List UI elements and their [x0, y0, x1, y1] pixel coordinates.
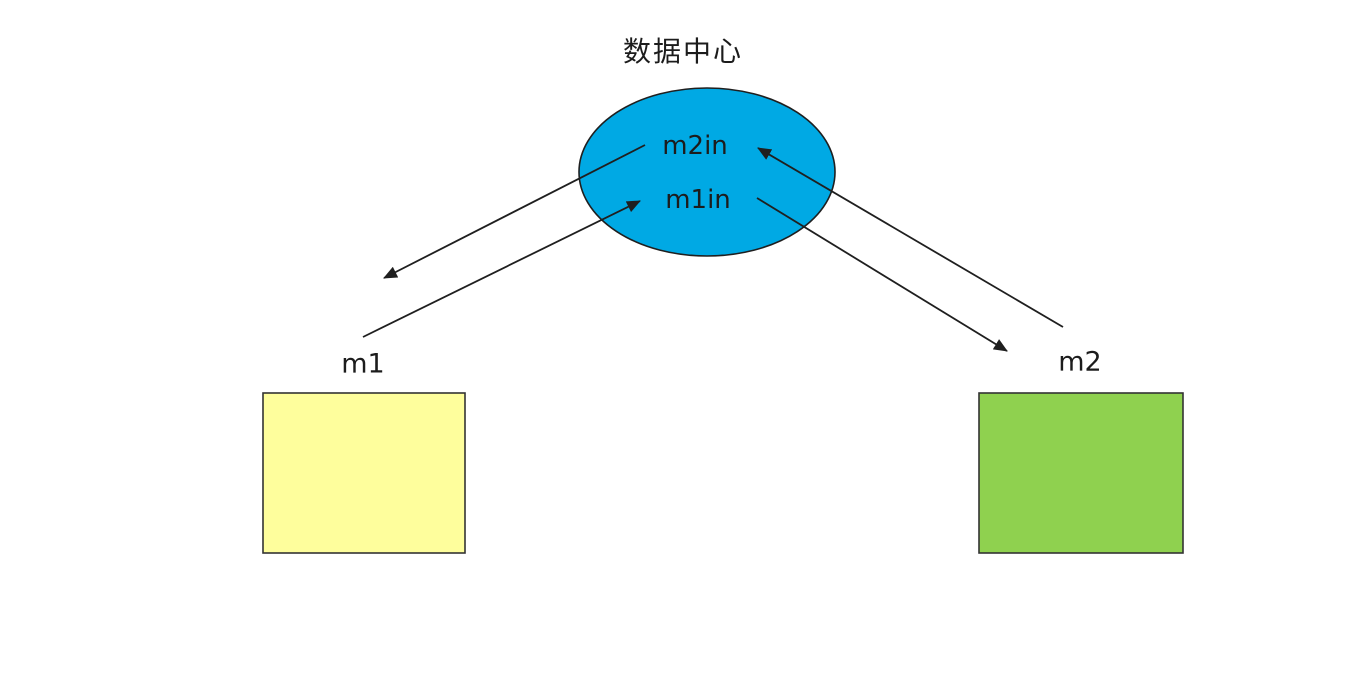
hub-label-m2in: m2in: [662, 131, 728, 161]
node-m1-label: m1: [341, 348, 385, 380]
arrow-datacenter-to-m1: [383, 144, 646, 279]
arrow-m2-to-m2in: [757, 147, 1064, 328]
hub-label-m1in: m1in: [665, 185, 731, 215]
diagram-title: 数据中心: [622, 35, 744, 68]
node-m2-label: m2: [1058, 346, 1102, 378]
arrow-datacenter-to-m2: [756, 197, 1008, 352]
arrow-m1-to-m1in: [362, 200, 641, 338]
data-center-ellipse: [578, 87, 836, 257]
node-m1-rect: [262, 392, 466, 554]
node-m2-rect: [978, 392, 1184, 554]
